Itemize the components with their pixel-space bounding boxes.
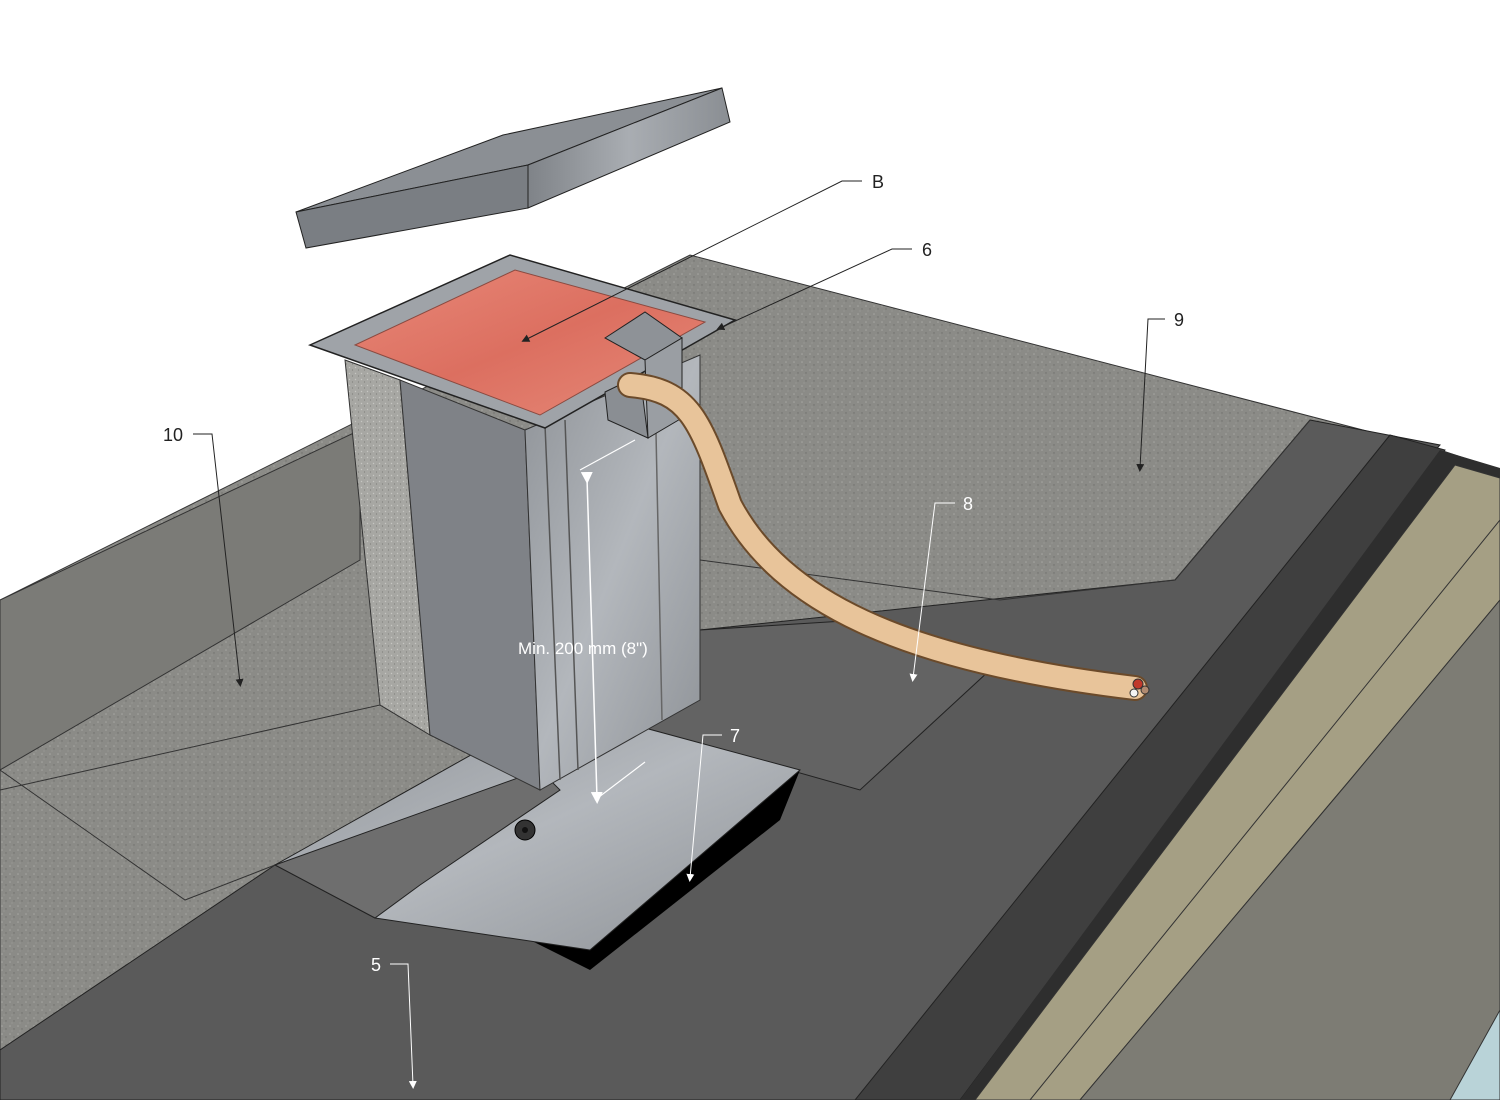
flashing-strip [960,450,1500,1100]
parapet-line [1029,519,1500,1100]
svg-text:8: 8 [963,494,973,514]
roof-deck-edge [0,429,361,771]
cable-wire-grey [1140,685,1150,695]
svg-text:10: 10 [163,425,183,445]
curb-seam-1 [544,424,561,781]
callout-6: 6 [716,240,932,330]
dimension-ext-top [579,439,636,471]
glass-panel [1449,1008,1500,1100]
callout-7: 7 [686,726,740,882]
membrane-edge-strip [854,434,1446,1100]
svg-text:5: 5 [371,955,381,975]
callout-10: 10 [163,425,244,687]
gravel-outline-right [1174,419,1311,581]
callout-9: 9 [1136,310,1184,472]
svg-text:6: 6 [922,240,932,260]
lid-right [527,87,731,209]
cable-jacket [619,374,1146,699]
callout-5: 5 [371,955,417,1089]
svg-text:B: B [872,172,884,192]
dimension-line [580,471,603,804]
curb-seam-2 [564,419,579,771]
flange-left-wing [273,769,561,919]
callout-8: 8 [909,494,973,682]
cable-wire-white [1129,688,1139,698]
wall-face [1079,599,1500,1100]
svg-text:9: 9 [1174,310,1184,330]
gravel-outline-left-2 [0,769,276,901]
cable-wire-red [1132,678,1144,690]
svg-text:7: 7 [730,726,740,746]
callout-b: B [521,172,884,342]
insulation-fill [353,269,707,416]
dimension-ext-bottom [594,761,646,801]
curb-seam-3 [654,384,663,721]
fastener-center [522,827,528,833]
dimension-label: Min. 200 mm (8") [518,639,648,658]
